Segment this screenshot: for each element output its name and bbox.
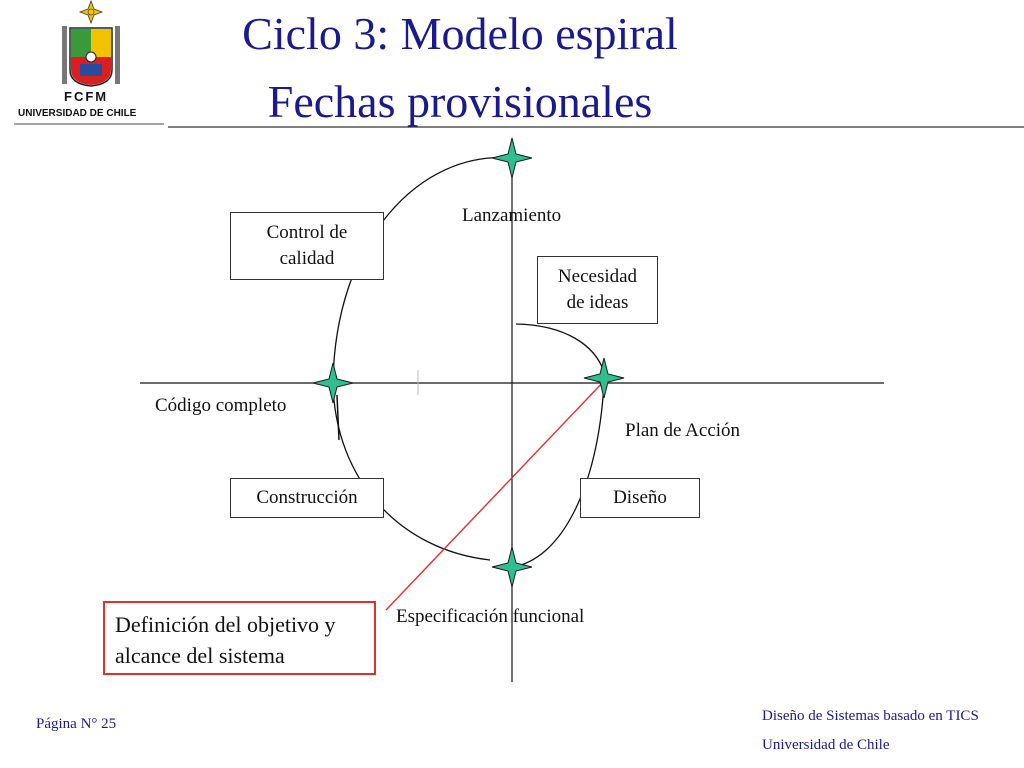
footer-page-number: Página N° 25 — [36, 716, 117, 732]
logo-acronym: FCFM — [64, 89, 109, 104]
label-action-plan: Plan de Acción — [625, 420, 741, 441]
label-launch: Lanzamiento — [462, 205, 562, 226]
spiral-arc-inner-top — [515, 323, 605, 373]
footer-course: Diseño de Sistemas basado en TICS — [762, 708, 979, 724]
box-quality-control: Control de calidad — [230, 212, 384, 280]
milestone-star-icon — [491, 546, 533, 588]
objective-pointer-line — [385, 378, 607, 611]
milestone-star-icon — [312, 362, 354, 404]
box-ideas-need: Necesidad de ideas — [537, 256, 658, 324]
university-crest-icon — [14, 0, 164, 125]
slide-title-line2: Fechas provisionales — [267, 76, 653, 127]
box-construction-label: Construcción — [256, 487, 358, 508]
label-functional-spec: Especificación funcional — [396, 606, 585, 627]
milestone-star-icon — [491, 137, 533, 179]
slide-title-line1: Ciclo 3: Modelo espiral — [242, 8, 678, 59]
box-ideas-need-label: Necesidad de ideas — [557, 266, 638, 313]
spiral-arc-bottom-left — [332, 382, 491, 561]
spiral-arc-top-left — [332, 156, 513, 384]
logo-university: UNIVERSIDAD DE CHILE — [18, 108, 137, 119]
objective-box: Definición del objetivo y alcance del si… — [103, 601, 376, 675]
spiral-arc-bottom-right — [511, 382, 605, 568]
label-complete-code: Código completo — [155, 395, 287, 416]
box-quality-control-label: Control de calidad — [266, 222, 348, 269]
box-design: Diseño — [580, 478, 700, 518]
footer-university: Universidad de Chile — [762, 737, 890, 753]
box-construction: Construcción — [230, 478, 384, 518]
milestone-star-icon — [583, 357, 625, 399]
box-design-label: Diseño — [613, 487, 667, 508]
